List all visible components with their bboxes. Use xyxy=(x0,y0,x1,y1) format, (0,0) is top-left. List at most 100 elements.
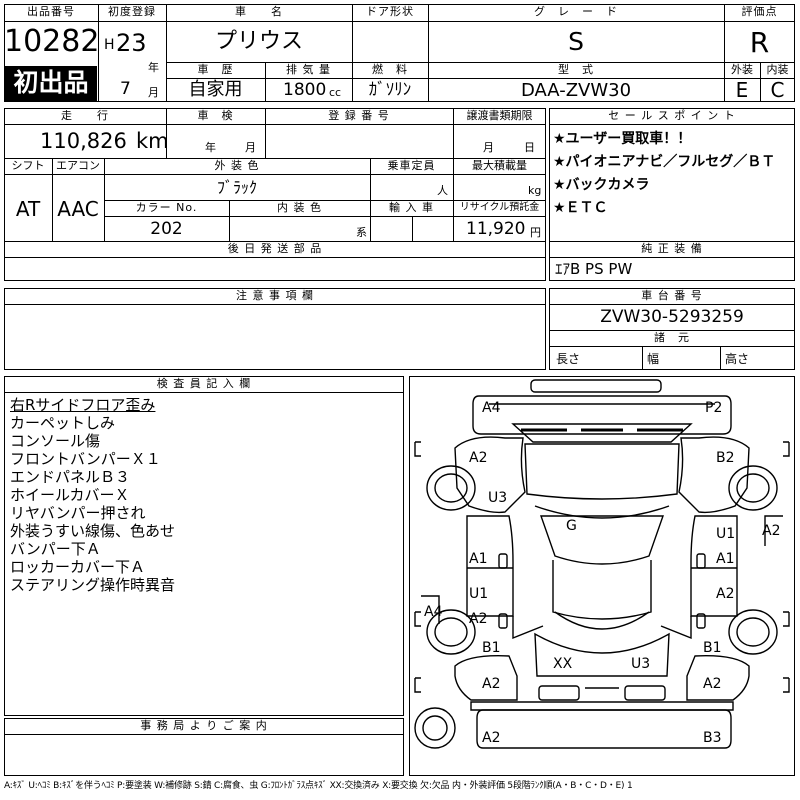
inspection-label: 車 検 xyxy=(197,109,234,122)
displacement-label: 排 気 量 xyxy=(286,63,331,76)
damage-code: A4 xyxy=(424,604,443,620)
car-name: プリウス xyxy=(214,29,303,54)
import-label: 輸 入 車 xyxy=(389,201,434,214)
inspector-line: リヤバンパー押され xyxy=(10,504,146,522)
inspector-line: ステアリング操作時異音 xyxy=(10,576,176,594)
first-reg-year: 23 xyxy=(116,29,147,57)
transfer-day-unit: 日 xyxy=(524,141,535,154)
car-name-label: 車 名 xyxy=(235,5,283,18)
recycle-fee: 11,920 xyxy=(466,219,526,239)
height-label: 高さ xyxy=(725,352,750,366)
damage-code: B3 xyxy=(703,730,722,746)
car-diagram-panel xyxy=(409,376,795,776)
chassis-block xyxy=(549,288,795,370)
first-reg-month-unit: 月 xyxy=(148,86,159,99)
mileage: 110,826 xyxy=(40,129,127,153)
damage-code: A2 xyxy=(762,523,781,539)
inspector-line: 外装うすい線傷、色あせ xyxy=(10,522,176,540)
genuine-equipment: ｴｱB PS PW xyxy=(555,260,633,278)
later-parts-block xyxy=(4,241,546,281)
displacement-unit: cc xyxy=(329,86,342,99)
damage-code: B2 xyxy=(716,450,735,466)
office-block xyxy=(4,718,404,776)
max-load-label: 最大積載量 xyxy=(472,159,527,172)
first-reg-label: 初度登録 xyxy=(108,5,156,18)
office-label: 事 務 局 よ り ご 案 内 xyxy=(140,719,268,732)
history-label: 車 歴 xyxy=(197,63,234,76)
aircon: AAC xyxy=(57,197,99,221)
inspector-line: バンパー下Ａ xyxy=(10,540,101,558)
grade: S xyxy=(568,27,584,56)
first-reg-era: H xyxy=(104,37,115,53)
transfer-month-unit: 月 xyxy=(483,141,494,154)
aircon-label: エアコン xyxy=(56,159,100,172)
chassis-label: 車 台 番 号 xyxy=(641,289,703,302)
chassis-number: ZVW30-5293259 xyxy=(600,307,744,327)
genuine-equipment-label: 純 正 装 備 xyxy=(641,242,703,255)
first-reg-month: 7 xyxy=(120,79,131,99)
first-reg-year-unit: 年 xyxy=(148,61,159,74)
damage-code: B1 xyxy=(703,640,722,656)
mileage-unit: km xyxy=(136,129,169,153)
interior-color-unit: 系 xyxy=(356,226,367,239)
fuel-label: 燃 料 xyxy=(372,63,408,76)
damage-code: U3 xyxy=(488,490,508,506)
color: ﾌﾞﾗｯｸ xyxy=(216,178,257,197)
damage-code: A2 xyxy=(469,611,488,627)
rating-label: 評価点 xyxy=(741,5,778,18)
damage-code: XX xyxy=(553,656,573,672)
damage-code: A1 xyxy=(716,551,735,567)
lot-number: 10282 xyxy=(4,24,100,59)
header-block xyxy=(4,4,795,102)
damage-code: A2 xyxy=(703,676,722,692)
rating: R xyxy=(749,26,770,59)
dims-label: 諸 元 xyxy=(654,331,690,344)
inspector-label: 検 査 員 記 入 欄 xyxy=(156,377,252,390)
door-type-label: ドア形状 xyxy=(366,5,414,18)
damage-code: U1 xyxy=(716,526,736,542)
damage-code: A1 xyxy=(469,551,488,567)
recycle-fee-label: リサイクル預託金 xyxy=(459,202,540,213)
sales-point-item: ★バックカメラ xyxy=(553,177,650,193)
interior-grade: C xyxy=(770,78,785,102)
sales-point-item: ★ＥＴＣ xyxy=(553,200,608,216)
damage-code: U3 xyxy=(631,656,651,672)
lot-number-label: 出品番号 xyxy=(27,5,75,18)
transfer-deadline-label: 譲渡書類期限 xyxy=(466,109,533,122)
genuine-equipment-block xyxy=(549,241,795,281)
fuel: ｶﾞｿﾘﾝ xyxy=(368,80,412,100)
damage-code: A2 xyxy=(482,730,501,746)
color-no: 202 xyxy=(150,219,183,239)
first-listing-badge xyxy=(5,66,97,101)
inspector-line: 右Rサイドフロア歪み xyxy=(10,396,156,414)
damage-code: A4 xyxy=(482,400,501,416)
capacity-label: 乗車定員 xyxy=(387,159,436,172)
inspector-line: フロントバンパーＸ１ xyxy=(10,450,161,468)
inspector-block xyxy=(4,376,404,716)
width-label: 幅 xyxy=(647,352,660,366)
plate-label: 登 録 番 号 xyxy=(328,109,390,122)
notes-block xyxy=(4,288,546,370)
car-diagram xyxy=(414,379,790,749)
first-listing-label: 初出品 xyxy=(13,68,89,97)
color-no-label: カラー No. xyxy=(135,201,198,214)
recycle-fee-unit: 円 xyxy=(530,226,541,239)
inspector-line: ロッカーカバー下Ａ xyxy=(10,558,146,576)
later-parts-label: 後 日 発 送 部 品 xyxy=(227,242,323,255)
inspector-line: エンドパネルＢ３ xyxy=(10,468,131,486)
exterior-grade: E xyxy=(735,78,749,102)
shift-label: シフト xyxy=(11,159,45,172)
notes-label: 注 意 事 項 欄 xyxy=(236,289,314,302)
inspector-line: ホイールカバーＸ xyxy=(10,486,130,504)
damage-code: U1 xyxy=(469,586,489,602)
grade-label: グ レ ー ド xyxy=(534,5,618,18)
capacity-unit: 人 xyxy=(437,184,448,197)
history: 自家用 xyxy=(188,79,243,100)
sales-points-label: セ ー ル ス ポ イ ン ト xyxy=(608,109,736,122)
damage-code: P2 xyxy=(705,400,723,416)
inspection-year-unit: 年 xyxy=(205,141,216,154)
inspector-line: コンソール傷 xyxy=(10,432,101,450)
shift: AT xyxy=(15,197,41,221)
interior-label: 内装 xyxy=(766,63,789,76)
exterior-label: 外装 xyxy=(731,63,753,76)
